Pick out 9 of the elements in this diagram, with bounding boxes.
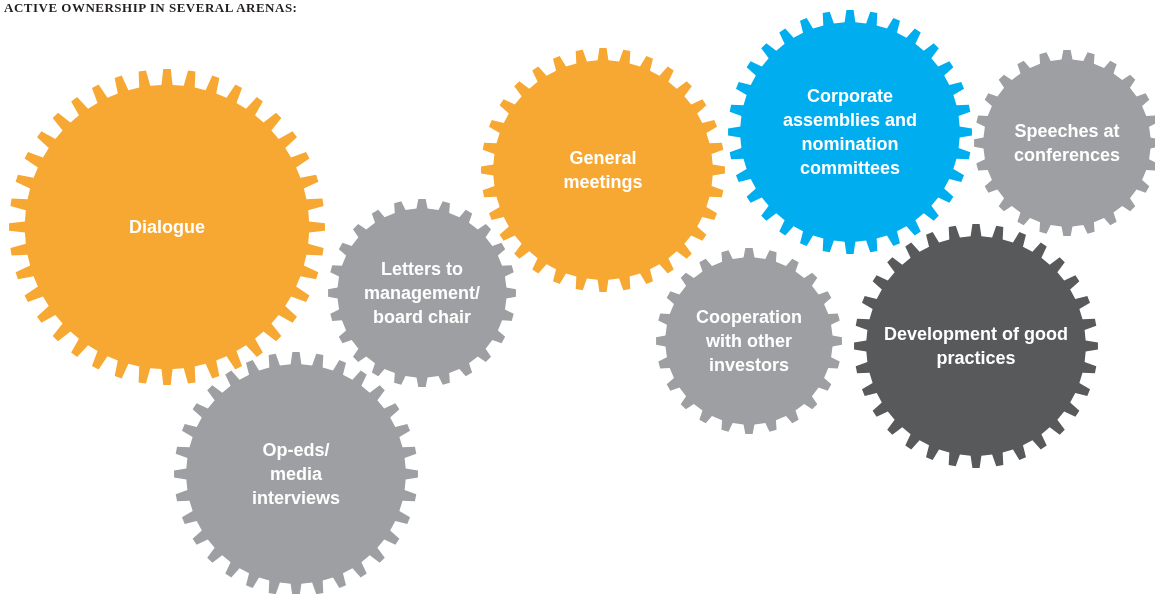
gear-label: Op-eds/ media interviews xyxy=(250,439,341,510)
gear-label: Speeches at conferences xyxy=(1012,120,1122,167)
gear-label: General meetings xyxy=(562,147,644,194)
gear-label: Development of good practices xyxy=(883,323,1069,370)
title: ACTIVE OWNERSHIP IN SEVERAL ARENAS: xyxy=(4,0,298,16)
gear-label: Cooperation with other investors xyxy=(695,306,803,377)
gear-label: Corporate assemblies and nomination committees xyxy=(781,85,919,180)
gear-label: Letters to management/ board chair xyxy=(362,258,481,329)
gear-label: Dialogue xyxy=(128,216,206,239)
